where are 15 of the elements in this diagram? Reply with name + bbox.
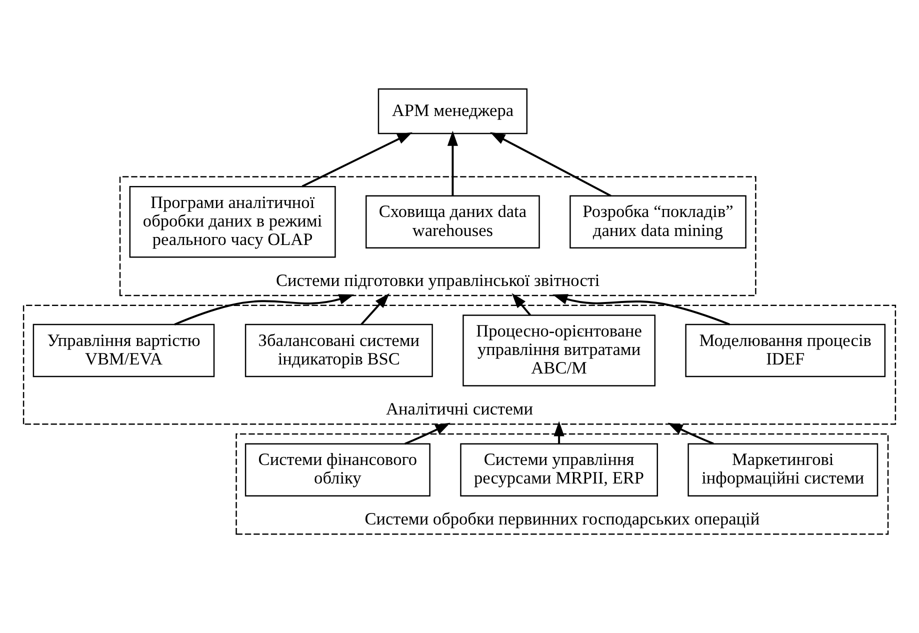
node-box: АРМ менеджера <box>378 88 528 134</box>
node-box: Системи управління ресурсами MRPII, ERP <box>460 443 658 496</box>
node-box: Сховища даних data warehouses <box>366 195 540 248</box>
node-box: Розробка “покладів” даних data mining <box>570 195 746 248</box>
node-box: Процесно-орієнтоване управління витратами ABC/M <box>462 314 656 386</box>
arrow <box>554 421 564 444</box>
arrow <box>447 130 458 196</box>
node-box: Системи фінансового обліку <box>244 443 430 496</box>
node-box: Маркетингові інформаційні системи <box>688 443 878 496</box>
node-box: Управління вартістю VBM/EVA <box>32 324 215 378</box>
node-box: Збалансовані системи індикаторів BSC <box>244 324 433 378</box>
arrow <box>360 293 390 326</box>
node-box: Моделювання процесів IDEF <box>685 324 886 378</box>
node-box: Програми аналітичної обробки даних в режимі реального часу OLAP <box>129 186 336 258</box>
arrow <box>512 293 532 316</box>
